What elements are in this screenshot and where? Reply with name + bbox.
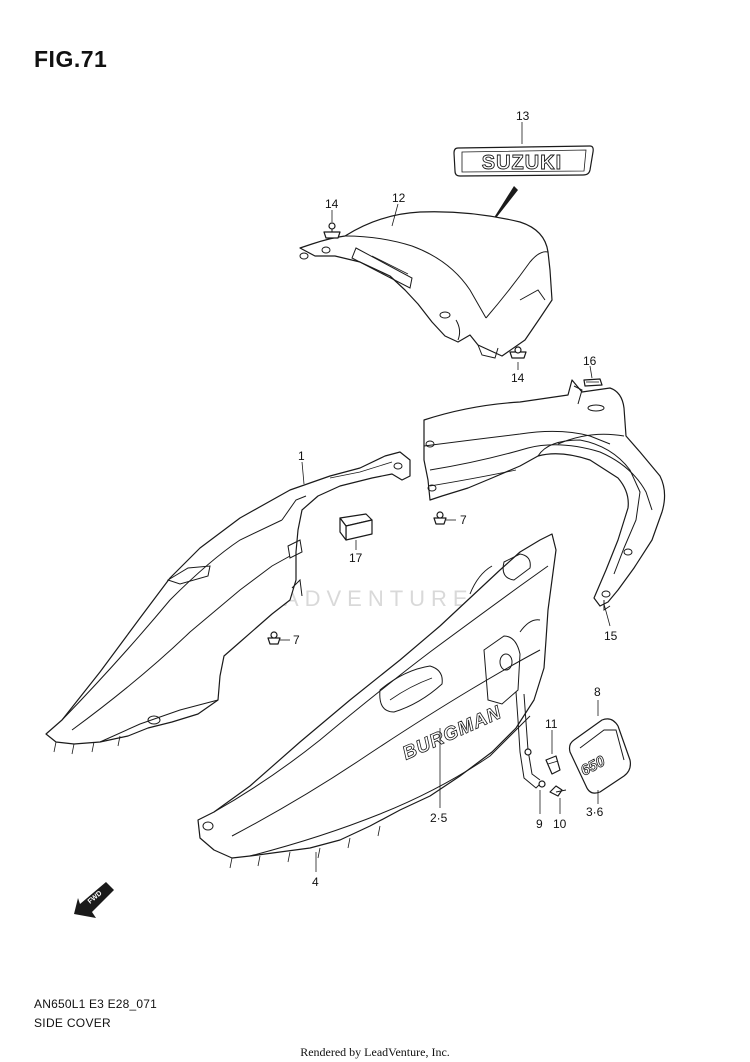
callout-2-5: 2·5: [430, 811, 448, 825]
clip-fastener-14-lower[interactable]: [509, 346, 527, 359]
callout-8: 8: [594, 685, 601, 699]
callout-15: 15: [604, 629, 618, 643]
callout-1: 1: [298, 449, 305, 463]
callout-17: 17: [349, 551, 363, 565]
cushion-16[interactable]: [583, 378, 603, 387]
frame-cover-right[interactable]: BURGMAN: [197, 533, 557, 869]
arrow-left-down-icon: [74, 882, 114, 918]
callout-13: 13: [516, 109, 530, 123]
footer-credit: Rendered by LeadVenture, Inc.: [300, 1045, 450, 1059]
rear-frame-cover[interactable]: [423, 379, 666, 611]
figure-title: FIG.71: [34, 46, 108, 72]
rear-tail-cover[interactable]: [299, 211, 553, 359]
bracket-9[interactable]: [515, 691, 546, 789]
suzuki-emblem-text: SUZUKI: [482, 152, 562, 174]
nut-11[interactable]: [545, 755, 561, 775]
callout-16: 16: [583, 354, 597, 368]
clip-fastener-14-upper[interactable]: [323, 222, 341, 239]
clip-fastener-7-lower[interactable]: [267, 631, 281, 645]
suzuki-emblem[interactable]: SUZUKI: [453, 145, 594, 177]
rubber-pad-17[interactable]: [339, 513, 373, 541]
callout-14-lower: 14: [511, 371, 525, 385]
model-code: AN650L1 E3 E28_071: [34, 997, 158, 1011]
badge-cover-8[interactable]: 650: [568, 718, 631, 794]
leader-lines: [280, 122, 611, 872]
callout-10: 10: [553, 817, 567, 831]
callout-4: 4: [312, 875, 319, 889]
callout-14-upper: 14: [325, 197, 339, 211]
callout-labels: 13 14 12 14 16 1 7 17 7 15 8 11 2·5 9 10…: [293, 109, 618, 889]
callout-7-upper: 7: [460, 513, 467, 527]
screw-10[interactable]: [549, 785, 567, 797]
callout-9: 9: [536, 817, 543, 831]
figure-caption: SIDE COVER: [34, 1016, 112, 1030]
callout-7-lower: 7: [293, 633, 300, 647]
callout-3-6: 3·6: [586, 805, 604, 819]
clip-fastener-7-upper[interactable]: [433, 511, 447, 525]
frame-cover-left[interactable]: [45, 451, 411, 755]
callout-12: 12: [392, 191, 406, 205]
fwd-direction-marker: FWD: [74, 882, 114, 918]
callout-11: 11: [545, 717, 558, 731]
